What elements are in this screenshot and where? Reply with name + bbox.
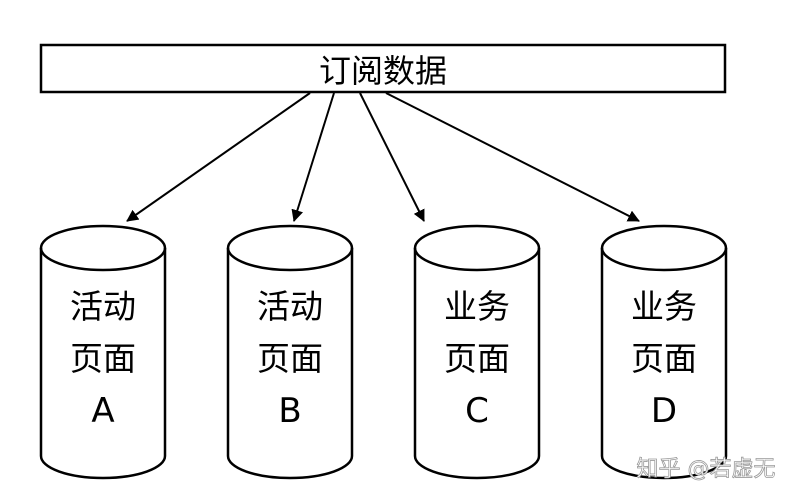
cylinder-label-line: D xyxy=(651,391,677,431)
source-label: 订阅数据 xyxy=(319,52,447,90)
arrow-to-d xyxy=(385,92,640,222)
cylinder-label-line: 活动 xyxy=(257,287,323,326)
arrow-to-a xyxy=(126,92,311,222)
cylinder-label-line: A xyxy=(91,391,114,431)
arrow-to-b xyxy=(291,92,335,222)
source-node: 订阅数据 xyxy=(39,43,727,94)
cylinder-label-line: 页面 xyxy=(257,339,323,378)
cylinder-body xyxy=(413,224,541,480)
cylinder-body xyxy=(600,224,728,480)
cylinder-label-line: 活动 xyxy=(70,287,136,326)
cylinder-label-line: 业务 xyxy=(444,287,510,326)
cylinder-body xyxy=(226,224,354,480)
watermark: 知乎 @若虚无 xyxy=(637,457,776,482)
cylinder-top-rim xyxy=(226,247,354,272)
arrows xyxy=(126,92,640,222)
cylinder-label-line: 业务 xyxy=(631,287,697,326)
cylinder-top-rim xyxy=(413,247,541,272)
arrow-to-c xyxy=(359,92,425,222)
cylinder-top-rim xyxy=(600,247,728,272)
source-box xyxy=(39,43,727,94)
cylinder-label-line: 页面 xyxy=(631,339,697,378)
cylinder-label-line: B xyxy=(278,391,301,431)
cylinder-top-rim xyxy=(39,247,167,272)
cylinder-label-line: 页面 xyxy=(444,339,510,378)
cylinder-label-line: 页面 xyxy=(70,339,136,378)
cylinder-label-line: C xyxy=(465,391,489,431)
cylinder-body xyxy=(39,224,167,480)
